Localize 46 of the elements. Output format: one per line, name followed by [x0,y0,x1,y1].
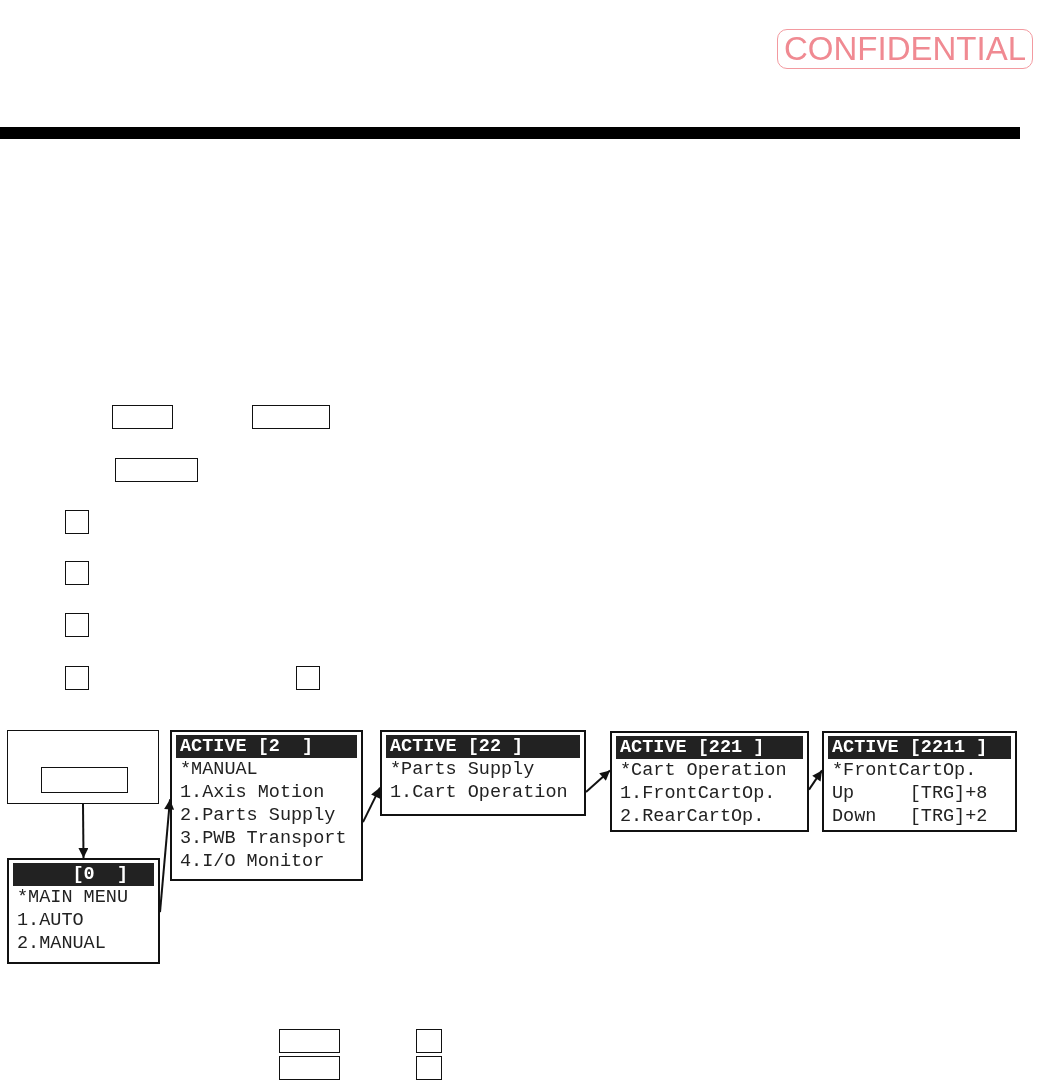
key-box [65,666,89,690]
menu-line: *Cart Operation [619,759,788,782]
key-box [279,1056,340,1080]
arrow [585,769,611,793]
confidential-stamp: CONFIDENTIAL [777,29,1034,69]
key-box [416,1056,442,1080]
key-box [41,767,128,793]
key-box [279,1029,340,1053]
screen-header: [0 ] [13,863,154,886]
key-box [252,405,330,429]
menu-line: 2.RearCartOp. [619,805,766,828]
panel-box [7,730,159,804]
arrow [78,803,89,859]
key-box [112,405,173,429]
key-box [65,510,89,534]
key-box [296,666,320,690]
key-box [65,613,89,637]
lcd-screen-panel [7,858,160,964]
menu-line: 1.Axis Motion [179,781,326,804]
menu-line: 4.I/O Monitor [179,850,326,873]
menu-line: *MANUAL [179,758,259,781]
menu-line: *MAIN MENU [16,886,130,909]
menu-line: Up [TRG]+8 [831,782,989,805]
menu-line: 2.Parts Supply [179,804,337,827]
lcd-screen-panel [170,730,363,881]
menu-line: 3.PWB Transport [179,827,348,850]
menu-line: *FrontCartOp. [831,759,978,782]
menu-line: Down [TRG]+2 [831,805,989,828]
lcd-screen-panel [822,731,1017,832]
key-box [65,561,89,585]
arrow [159,798,175,914]
screen-header: ACTIVE [2 ] [176,735,357,758]
screen-header: ACTIVE [22 ] [386,735,580,758]
menu-line: 1.Cart Operation [389,781,569,804]
screen-header: ACTIVE [221 ] [616,736,803,759]
arrow [362,786,381,824]
arrow [808,769,823,791]
menu-line: 1.AUTO [16,909,85,932]
key-box [115,458,198,482]
screen-header: ACTIVE [2211 ] [828,736,1011,759]
menu-line: *Parts Supply [389,758,536,781]
menu-line: 1.FrontCartOp. [619,782,777,805]
lcd-screen-panel [610,731,809,832]
key-box [416,1029,442,1053]
menu-line: 2.MANUAL [16,932,107,955]
lcd-screen-panel [380,730,586,816]
